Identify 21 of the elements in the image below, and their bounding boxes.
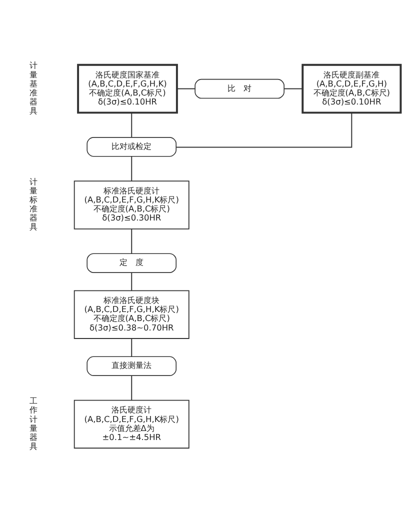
node-box: 标准洛氏硬度计 (A,B,C,D,E,F,G,H,K标尺) 不确定度(A,B,C标尺) δ(3σ)≤0.30HR xyxy=(74,180,190,230)
connector xyxy=(131,112,132,138)
node-box: 直接测量法 xyxy=(86,356,177,376)
connector xyxy=(131,338,132,358)
node-box: 定 度 xyxy=(86,253,177,273)
label: 工作计量器具 xyxy=(30,396,38,451)
connector xyxy=(131,375,132,401)
connector xyxy=(131,156,132,182)
connector xyxy=(176,88,196,90)
connector xyxy=(176,112,352,148)
connector xyxy=(284,88,303,90)
connector xyxy=(131,228,132,254)
node-box: 比对或检定 xyxy=(86,137,177,157)
node-box: 洛氏硬度国家基准 (A,B,C,D,E,F,G,H,K) 不确定度(A,B,C标尺) δ(3σ)≤0.10HR xyxy=(77,64,178,114)
label: 计量标准器具 xyxy=(30,176,38,232)
node-box: 标准洛氏硬度块 (A,B,C,D,E,F,G,H,K标尺) 不确定度(A,B,C标尺) δ(3σ)≤0.38~0.70HR xyxy=(74,290,190,339)
node-box: 洛氏硬度副基准 (A,B,C,D,E,F,G,H) 不确定度(A,B,C标尺) δ(3σ)≤0.10HR xyxy=(302,64,402,114)
label: 计量基准器具 xyxy=(30,60,38,116)
connector xyxy=(131,272,132,292)
node-box: 洛氏硬度计 (A,B,C,D,E,F,G,H,K标尺) 示值允差Δ为 ±0.1~±4.5HR xyxy=(74,400,190,449)
node-box: 比 对 xyxy=(194,78,284,99)
